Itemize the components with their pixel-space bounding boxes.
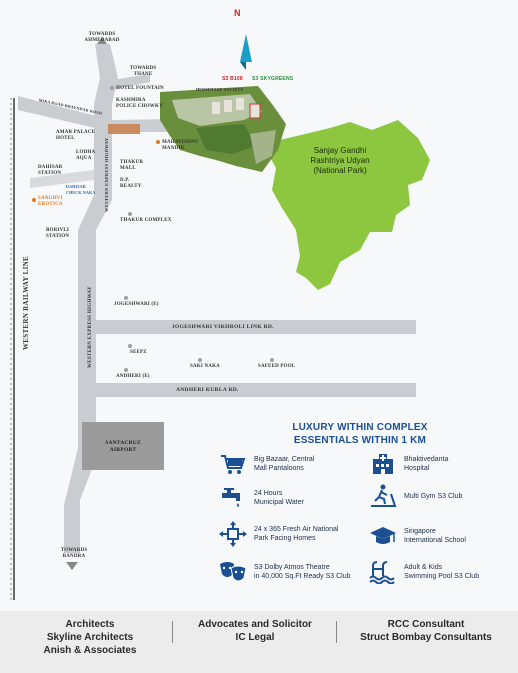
brand-logo-b108: S3 B108 xyxy=(222,76,243,82)
label-kashmira: KASHMIRA POLICE CHOWKY xyxy=(116,98,163,109)
label-dahisar-check-naka: DAHISAR CHECK NAKA xyxy=(66,184,96,195)
label-jvlr: JOGESHWARI VIKHROLI LINK RD. xyxy=(172,324,274,330)
amenity-text: Singapore International School xyxy=(404,528,466,544)
label-amar-palace: AMAR PALACE HOTEL xyxy=(56,130,96,141)
label-dp-realty: D.P. REALTY xyxy=(120,178,142,189)
label-thakur-complex: THAKUR COMPLEX xyxy=(120,218,172,223)
footer-architects: Architects Skyline Architects Anish & As… xyxy=(10,618,170,657)
theatre-masks-icon xyxy=(218,560,248,584)
label-jogeshwari-e: JOGESHWARI (E) xyxy=(114,302,159,307)
treadmill-icon xyxy=(368,484,398,508)
shopping-cart-icon xyxy=(218,452,248,476)
footer-rcc-heading: RCC Consultant xyxy=(387,619,465,630)
jvlr-road xyxy=(96,320,416,334)
luxury-title-line1: LUXURY WITHIN COMPLEX xyxy=(292,422,428,433)
amenity-text: 24 x 365 Fresh Air National Park Facing … xyxy=(254,526,339,542)
footer-architects-heading: Architects xyxy=(65,619,115,630)
label-borivli-station: BORIVLI STATION xyxy=(46,228,70,239)
amenity-item: 24 x 365 Fresh Air National Park Facing … xyxy=(218,521,339,547)
label-towards-bandra: TOWARDS BANDRA xyxy=(60,548,88,559)
map-roads xyxy=(10,34,430,600)
label-sanghvi-erotica: SANGHVI EROTICA xyxy=(38,196,63,207)
amenity-text: Bhaktivedanta Hospital xyxy=(404,456,449,472)
fresh-air-icon xyxy=(218,521,248,547)
label-western-railway: WESTERN RAILWAY LINE xyxy=(22,256,30,350)
amenity-text: Adult & Kids Swimming Pool S3 Club xyxy=(404,564,480,580)
footer-advocates: Advocates and Solicitor IC Legal xyxy=(176,618,334,644)
label-national-park: Sanjay Gandhi Rashtriya Udyan (National … xyxy=(310,146,370,175)
footer-architects-line1: Skyline Architects xyxy=(46,632,134,643)
footer-divider xyxy=(336,621,337,643)
amenity-item: Adult & Kids Swimming Pool S3 Club xyxy=(368,560,479,584)
footer-rcc-line1: Struct Bombay Consultants xyxy=(360,632,492,643)
label-andheri-e: ANDHERI (E) xyxy=(116,374,150,379)
consultants-footer: Architects Skyline Architects Anish & As… xyxy=(0,611,518,673)
label-santacruz-airport: SANTACRUZ AIRPORT xyxy=(105,440,141,453)
label-towards-thane: TOWARDS THANE xyxy=(129,66,157,77)
label-hotel-fountain: HOTEL FOUNTAIN xyxy=(116,86,164,91)
label-mahavishnu: MAHAVISHNU MANDIR xyxy=(162,140,199,151)
label-hermitage: HERMITAGE SOCIETY xyxy=(196,87,244,92)
national-park-area xyxy=(266,120,430,290)
label-lodha-aqua: LODHA AQUA xyxy=(76,150,96,161)
footer-rcc: RCC Consultant Struct Bombay Consultants xyxy=(338,618,514,644)
amenity-item: Singapore International School xyxy=(368,524,466,548)
label-dahisar-station: DAHISAR STATION xyxy=(38,165,63,176)
footer-architects-line2: Anish & Associates xyxy=(43,645,137,656)
label-safeed-pool: SAFEED POOL xyxy=(258,364,296,369)
footer-advocates-heading: Advocates and Solicitor xyxy=(198,619,312,630)
santacruz-airport xyxy=(82,422,164,470)
swimming-pool-icon xyxy=(368,560,398,584)
amenity-item: S3 Dolby Atmos Theatre in 40,000 Sq.Ft R… xyxy=(218,560,351,584)
label-weh-top: WESTERN EXPRESS HIGHWAY xyxy=(104,137,109,212)
footer-advocates-line1: IC Legal xyxy=(235,632,275,643)
label-weh-bottom: WESTERN EXPRESS HIGHWAY xyxy=(88,286,93,368)
amenity-item: Big Bazaar, Central Mall Pantaloons xyxy=(218,452,314,476)
amenity-text: Big Bazaar, Central Mall Pantaloons xyxy=(254,456,315,472)
brand-logo-skygreens: S3 SKYGREENS xyxy=(252,76,294,82)
label-thakur-mall: THAKUR MALL xyxy=(120,160,144,171)
compass-needle xyxy=(240,34,252,62)
graduation-cap-icon xyxy=(368,524,398,548)
amenity-text: Multi Gym S3 Club xyxy=(404,492,463,500)
footer-divider xyxy=(172,621,173,643)
label-andheri-kurla: ANDHERI KURLA RD. xyxy=(176,387,239,393)
hospital-icon xyxy=(368,452,398,476)
water-tap-icon xyxy=(218,486,248,510)
amenity-item: 24 Hours Municipal Water xyxy=(218,486,304,510)
amenity-text: 24 Hours Municipal Water xyxy=(254,490,304,506)
compass-north-label: N xyxy=(234,8,241,18)
label-towards-ahmedabad: TOWARDS AHMEDABAD xyxy=(84,32,120,43)
amenity-text: S3 Dolby Atmos Theatre in 40,000 Sq.Ft R… xyxy=(254,564,351,580)
amenity-item: Multi Gym S3 Club xyxy=(368,484,462,508)
luxury-title: LUXURY WITHIN COMPLEX ESSENTIALS WITHIN … xyxy=(255,421,465,447)
western-express-highway-road xyxy=(64,44,118,553)
label-saki-naka: SAKI NAKA xyxy=(190,364,220,369)
amenity-item: Bhaktivedanta Hospital xyxy=(368,452,448,476)
label-seepz: SEEPZ xyxy=(130,350,147,355)
luxury-title-line2: ESSENTIALS WITHIN 1 KM xyxy=(293,435,427,446)
andheri-kurla-road xyxy=(96,383,416,397)
